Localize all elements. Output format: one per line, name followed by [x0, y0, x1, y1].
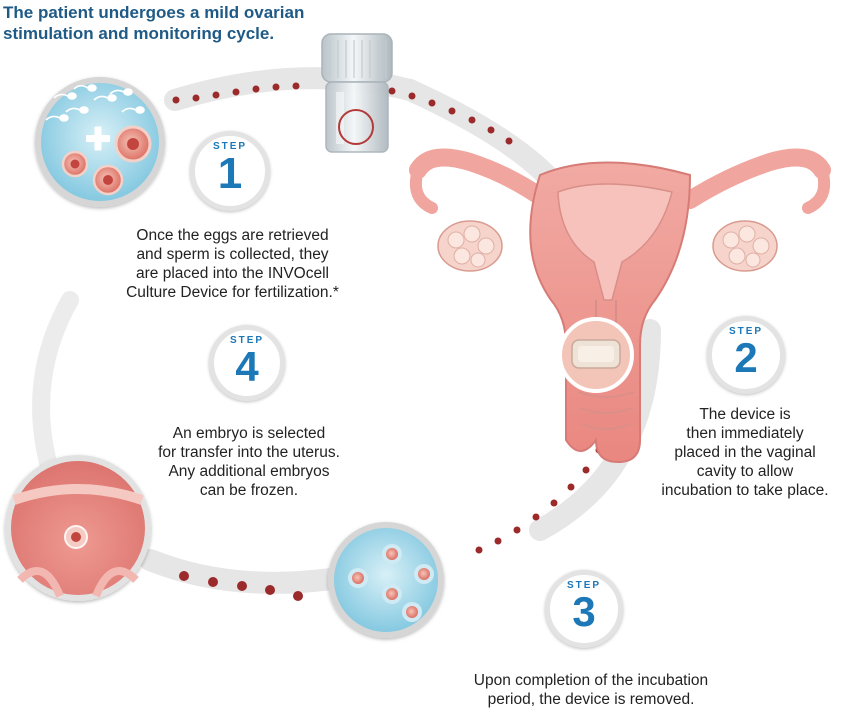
invocell-device-icon [321, 33, 393, 153]
step-3-number: 3 [572, 588, 596, 635]
right-ovary [712, 220, 778, 272]
step-1-description: Once the eggs are retrieved and sperm is… [126, 227, 339, 301]
step-3-badge: STEP 3 [545, 570, 623, 648]
step-2-badge: STEP 2 [707, 316, 785, 394]
uterus-icon [409, 148, 831, 464]
page-title: The patient undergoes a mild ovarian sti… [3, 2, 423, 44]
title-line-2: stimulation and monitoring cycle. [3, 24, 275, 43]
egg-cells [61, 125, 152, 196]
plus-icon [86, 126, 110, 151]
step-4-label: STEP [229, 335, 265, 346]
step-1-badge: STEP 1 [190, 131, 270, 211]
title-line-1: The patient undergoes a mild ovarian [3, 3, 305, 22]
step-2-label: STEP [728, 326, 764, 337]
step-3-description: Upon completion of the incubation period… [473, 672, 709, 708]
step-1-number: 1 [217, 149, 243, 198]
left-ovary [437, 220, 503, 272]
device-in-vagina [558, 317, 634, 393]
cycle-dots [172, 82, 622, 601]
step-4-description: An embryo is selected for transfer into … [158, 425, 340, 499]
step-3-label: STEP [566, 580, 602, 591]
step-4-badge: STEP 4 [209, 325, 285, 401]
step-2-number: 2 [734, 334, 758, 381]
step-1-label: STEP [212, 141, 248, 152]
step-4-number: 4 [235, 343, 259, 390]
step-2-description: The device is then immediately placed in… [661, 406, 829, 499]
